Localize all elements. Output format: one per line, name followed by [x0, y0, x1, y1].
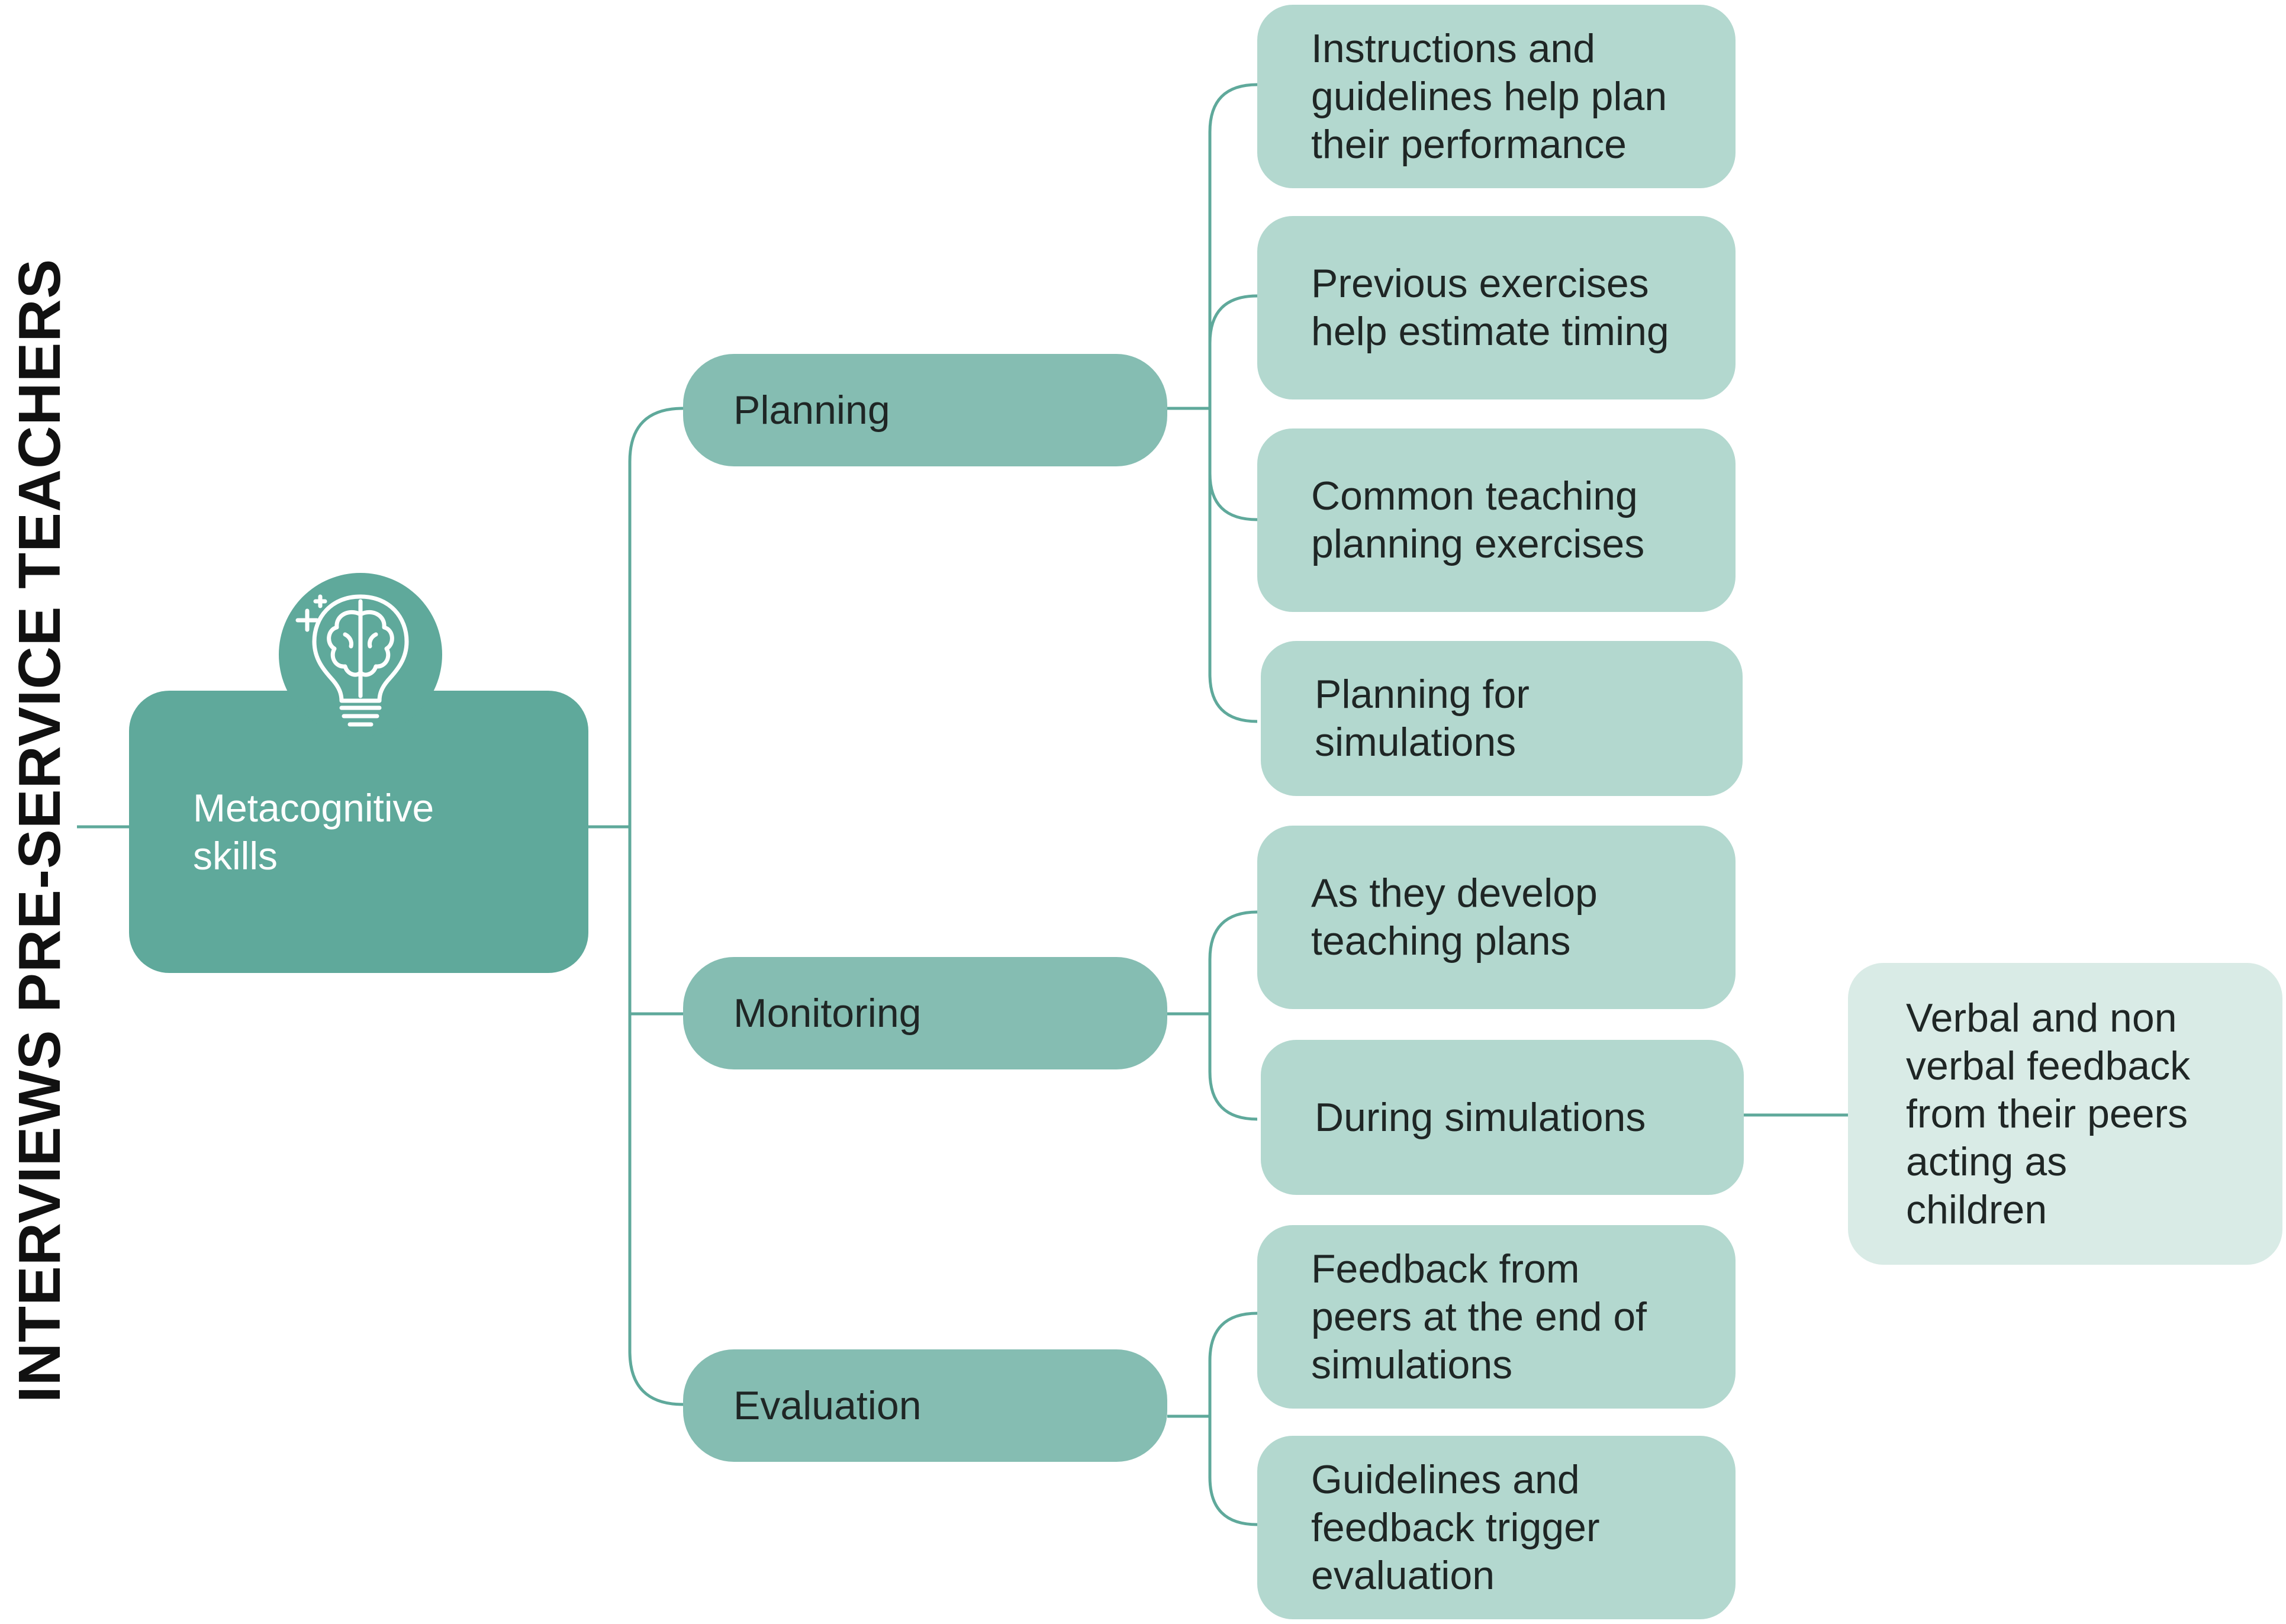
item-label: Previous exercises help estimate timing: [1311, 261, 1669, 354]
item-label: Instructions and guidelines help plan th…: [1311, 25, 1667, 167]
detail-label: Verbal and non verbal feedback from thei…: [1906, 995, 2191, 1232]
connector-planning-item3: [1208, 473, 1258, 521]
item-monitoring-1: As they develop teaching plans: [1257, 826, 1736, 1009]
connector-evaluation-branch: [1208, 1312, 1258, 1526]
brain-lightbulb-icon: [295, 594, 409, 727]
side-title: INTERVIEWS PRE-SERVICE TEACHERS: [7, 258, 73, 1403]
item-planning-3: Common teaching planning exercises: [1257, 428, 1736, 612]
category-planning: Planning: [683, 354, 1167, 466]
item-evaluation-2: Guidelines and feedback trigger evaluati…: [1257, 1436, 1736, 1619]
icon-badge: [279, 573, 442, 736]
category-label: Monitoring: [733, 990, 922, 1036]
category-monitoring: Monitoring: [683, 957, 1167, 1069]
connector-monitoring-branch: [1208, 910, 1258, 1121]
item-label: Planning for simulations: [1315, 672, 1530, 765]
root-node: Metacognitive skills: [129, 691, 588, 973]
root-label: Metacognitive skills: [193, 785, 434, 878]
item-label: During simulations: [1315, 1094, 1646, 1140]
connector-planning-item2: [1208, 294, 1258, 344]
item-planning-2: Previous exercises help estimate timing: [1257, 216, 1736, 399]
item-label: Guidelines and feedback trigger evaluati…: [1311, 1457, 1600, 1598]
detail-monitoring-2: Verbal and non verbal feedback from thei…: [1848, 963, 2282, 1265]
category-label: Evaluation: [733, 1383, 922, 1428]
item-evaluation-1: Feedback from peers at the end of simula…: [1257, 1225, 1736, 1409]
connector-trunk: [628, 407, 684, 1406]
item-label: Common teaching planning exercises: [1311, 473, 1645, 566]
category-evaluation: Evaluation: [683, 1349, 1167, 1462]
category-label: Planning: [733, 387, 890, 433]
connector-planning-branch: [1208, 83, 1258, 723]
item-monitoring-2: During simulations: [1261, 1040, 1744, 1195]
item-label: As they develop teaching plans: [1311, 871, 1598, 964]
item-planning-1: Instructions and guidelines help plan th…: [1257, 5, 1736, 188]
item-label: Feedback from peers at the end of simula…: [1311, 1246, 1647, 1387]
item-planning-4: Planning for simulations: [1261, 641, 1743, 796]
